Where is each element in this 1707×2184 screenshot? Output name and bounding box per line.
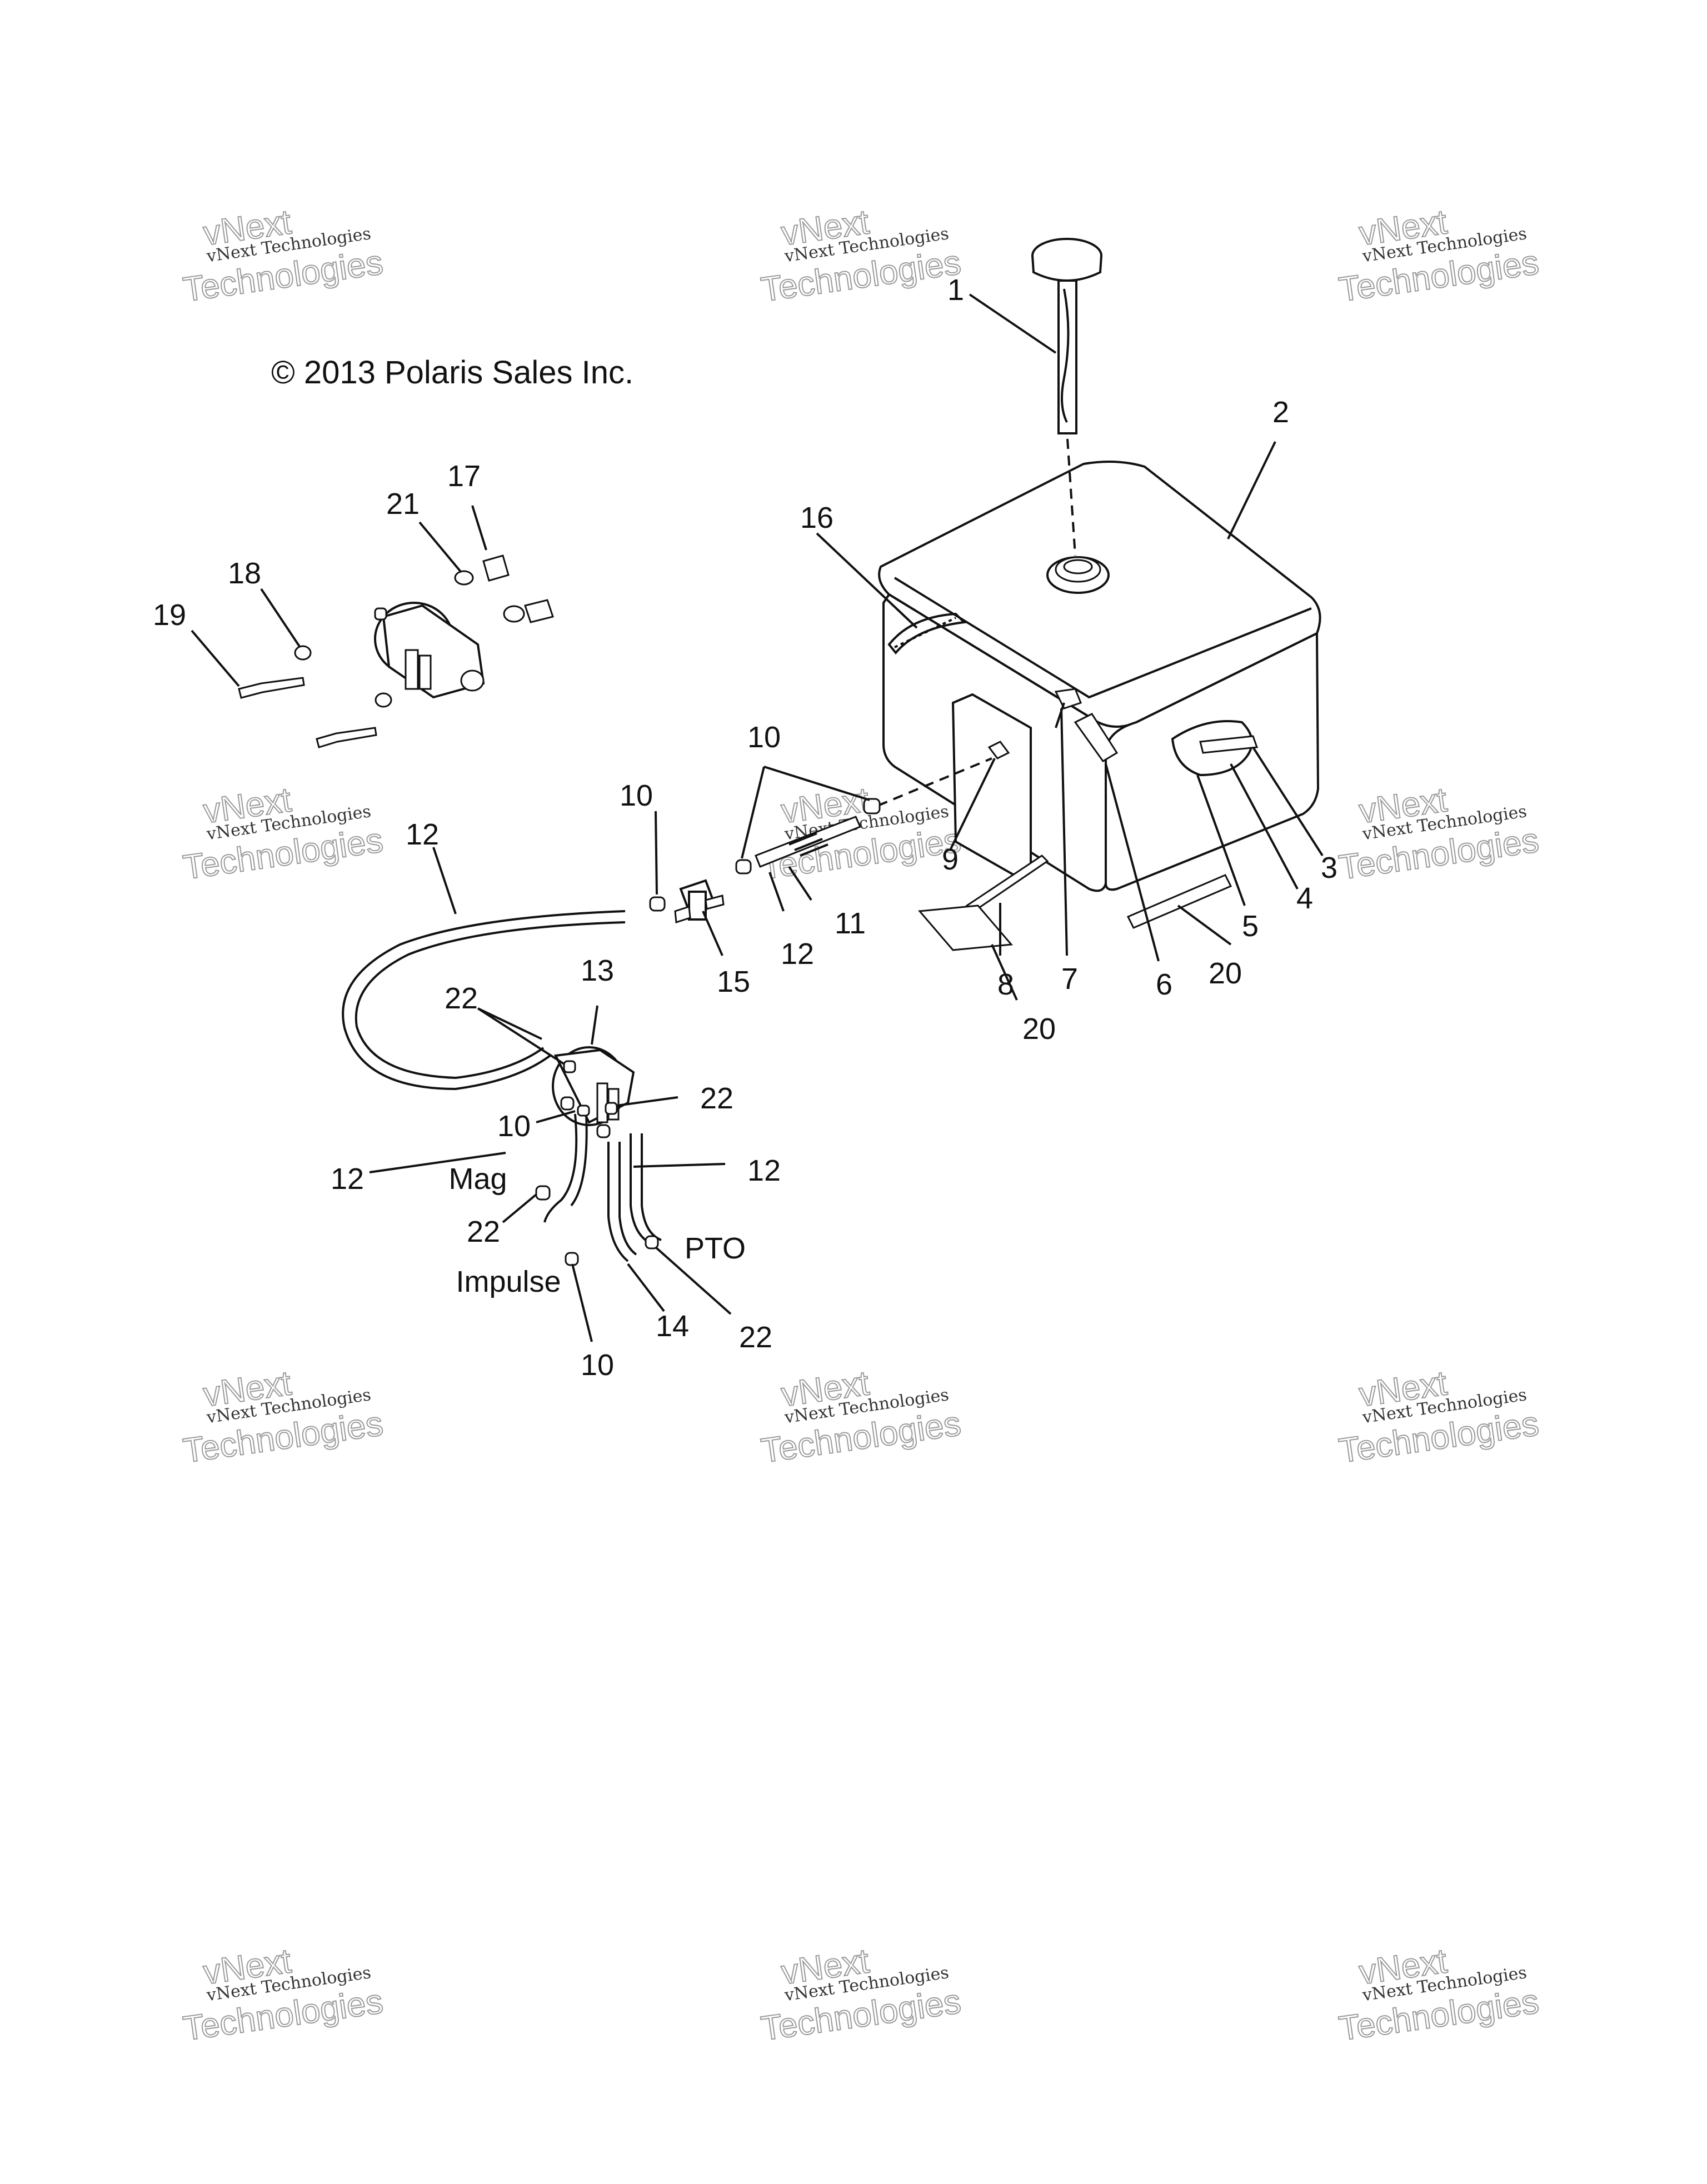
callout-22-mag: 22	[467, 1215, 500, 1248]
callout-14: 14	[656, 1310, 689, 1343]
callout-15: 15	[717, 965, 750, 998]
callout-20-left: 20	[1022, 1012, 1056, 1046]
callout-12-outlet: 12	[781, 937, 814, 971]
callout-22-pto: 22	[739, 1321, 772, 1354]
label-impulse: Impulse	[456, 1265, 561, 1298]
callout-13: 13	[581, 954, 614, 987]
callout-2: 2	[1272, 396, 1289, 429]
callout-7: 7	[1061, 962, 1078, 996]
callouts: 1 2 3 4 5 6 7 8 9 10 10 10 10 11 12 12 1…	[153, 273, 1337, 1382]
callout-10-fitting: 10	[747, 721, 781, 754]
callout-18: 18	[228, 557, 261, 590]
watermark-12: vNext vNext Technologies Technologies	[1336, 1941, 1541, 2048]
callout-12-long-hose: 12	[406, 818, 439, 851]
outlet-assembly	[735, 741, 1010, 874]
callout-11: 11	[835, 907, 866, 940]
callout-1: 1	[947, 273, 964, 307]
callout-4: 4	[1296, 882, 1313, 915]
callout-5: 5	[1242, 909, 1259, 943]
watermark-9: vNext vNext Technologies Technologies	[1336, 1363, 1541, 1471]
fuel-shutoff-valve	[649, 879, 725, 923]
watermark-2: vNext vNext Technologies Technologies	[758, 202, 964, 309]
fuel-pump-upper	[238, 554, 554, 748]
callout-10-valve: 10	[620, 779, 653, 812]
callout-8: 8	[997, 968, 1014, 1001]
watermark-1: vNext vNext Technologies Technologies	[180, 202, 386, 309]
callout-9: 9	[942, 843, 959, 876]
label-pto: PTO	[685, 1232, 746, 1265]
callout-6: 6	[1156, 968, 1172, 1001]
fuel-hose-long	[342, 910, 626, 1091]
copyright-notice: © 2013 Polaris Sales Inc.	[271, 354, 633, 391]
spring-clip	[887, 612, 967, 655]
fuel-tank	[878, 461, 1321, 892]
callout-20-right: 20	[1209, 957, 1242, 990]
leader-lines	[191, 293, 1324, 1342]
watermark-11: vNext vNext Technologies Technologies	[758, 1941, 964, 2048]
callout-3: 3	[1321, 851, 1337, 884]
watermark-10: vNext vNext Technologies Technologies	[180, 1941, 386, 2048]
watermark-4: vNext vNext Technologies Technologies	[180, 780, 386, 887]
callout-21: 21	[386, 487, 420, 521]
callout-16: 16	[800, 501, 833, 534]
fuel-pump	[552, 1046, 635, 1138]
callout-10-mag: 10	[497, 1110, 531, 1143]
label-mag: Mag	[448, 1162, 507, 1196]
callout-12-pto: 12	[747, 1154, 781, 1187]
callout-22-top: 22	[700, 1082, 733, 1115]
callout-22-pump: 22	[445, 982, 478, 1015]
watermark-3: vNext vNext Technologies Technologies	[1336, 202, 1541, 309]
hose-labels: Mag PTO Impulse	[448, 1162, 746, 1298]
tank-strap	[917, 854, 1232, 951]
callout-10-impulse: 10	[581, 1348, 614, 1382]
fuel-cap-with-gauge	[1031, 238, 1102, 556]
callout-17: 17	[447, 459, 481, 493]
watermark-7: vNext vNext Technologies Technologies	[180, 1363, 386, 1471]
pulse-hoses	[535, 1096, 662, 1266]
watermark-6: vNext vNext Technologies Technologies	[1336, 780, 1541, 887]
callout-19: 19	[153, 598, 186, 632]
watermark-8: vNext vNext Technologies Technologies	[758, 1363, 964, 1471]
callout-12-mag: 12	[331, 1162, 364, 1196]
